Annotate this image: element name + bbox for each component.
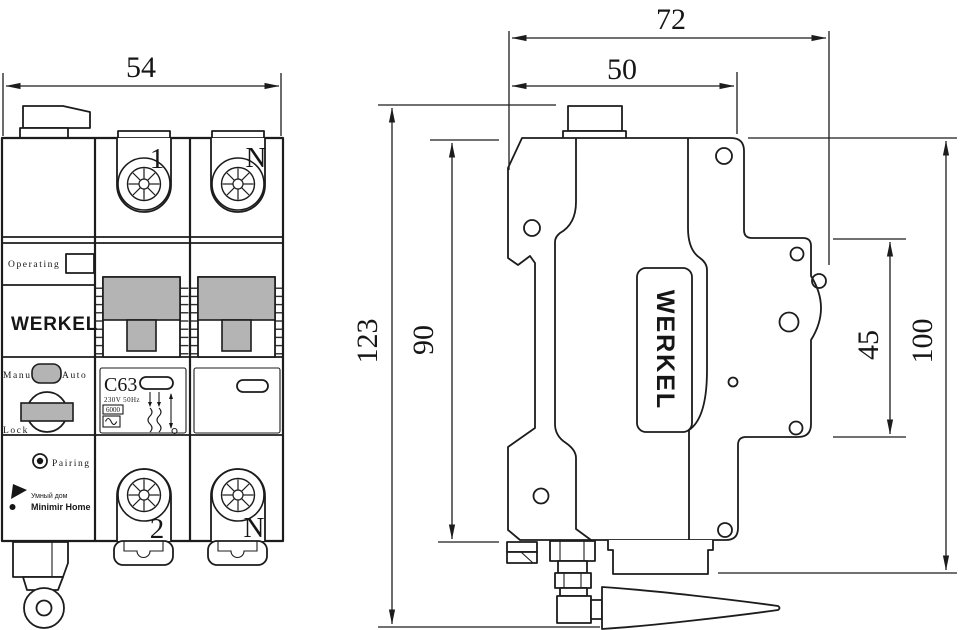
side-terminal-block [607,540,714,575]
test-button [236,379,269,393]
smart-module: Operating WERKEL Manu Auto Lock Pairing … [3,253,98,512]
vent-slots [274,283,283,358]
operating-indicator [65,253,95,274]
operating-label: Operating [8,260,60,270]
dim-overall-depth: 72 [656,3,686,36]
vent-slots [95,283,104,358]
terminal-label-n-bottom: N [244,512,265,544]
terminal-cap [117,130,171,139]
spec-text: 230V 50Hz [104,396,140,404]
antenna-cone [601,586,781,630]
logo-text-top: Умный дом [31,492,68,500]
front-view: 1 N C63 230V 50Hz 6000 [0,105,285,629]
manu-auto-slider [31,363,62,384]
brand-logo-side: WERKEL [651,290,679,410]
side-toggle-switch [567,105,623,132]
dimensions: 54 72 50 123 90 45 100 [2,3,957,628]
rating-text: C63 [104,374,137,396]
extension-lines [2,31,957,628]
ac-symbol-box [102,415,121,428]
terminal-cap [211,130,265,139]
breaking-capacity-text: 6000 [106,406,121,414]
auto-label: Auto [62,371,87,381]
dim-din-profile: 45 [852,330,885,360]
rating-panel-pole1: C63 230V 50Hz 6000 [99,367,187,435]
vent-slots [190,283,199,358]
breaking-capacity-box [102,404,124,415]
mounting-holes [523,147,827,538]
terminal-label-1: 1 [150,143,165,175]
din-clip-tab [506,541,538,564]
top-rocker-base [19,127,69,139]
manu-label: Manu [3,371,32,381]
antenna-assembly-side [549,540,781,630]
din-clamp-pole-n [207,540,268,566]
ac-sine-icon [105,417,118,426]
lock-label: Lock [3,426,29,436]
minimir-logo-icon [11,484,27,499]
dim-body-depth: 50 [607,53,637,86]
trip-curve-icon [147,392,178,435]
dim-total-height: 123 [351,319,384,364]
dim-front-width: 54 [126,51,156,84]
dim-mount-height: 100 [906,319,939,364]
terminal-label-n-top: N [246,142,267,174]
side-brand-plate [636,267,693,433]
pairing-label: Pairing [52,459,91,469]
vent-slots [180,283,189,358]
terminal-label-2: 2 [150,513,165,545]
top-rocker-switch [22,105,91,129]
side-inner-contour-right [687,138,708,540]
breaker-handle-pole-n [197,276,276,358]
side-inner-contour-left [554,138,592,541]
logo-text-bottom: Minimir Home [31,502,91,512]
dim-body-height: 90 [407,325,440,355]
antenna-elbow [556,595,592,624]
side-view: WERKEL [506,105,827,630]
minimir-logo-dot [9,504,16,510]
din-clamp-pole1 [113,540,174,566]
antenna-connector-front [12,541,69,629]
pairing-button [32,453,48,469]
brand-logo-front: WERKEL [11,314,98,335]
dimension-lines [5,34,950,625]
pairing-button-dot [36,457,44,465]
rating-panel-pole-n [193,367,281,434]
breaker-handle-pole1 [102,276,181,358]
test-button [139,376,174,390]
lock-dial-handle [20,402,74,422]
